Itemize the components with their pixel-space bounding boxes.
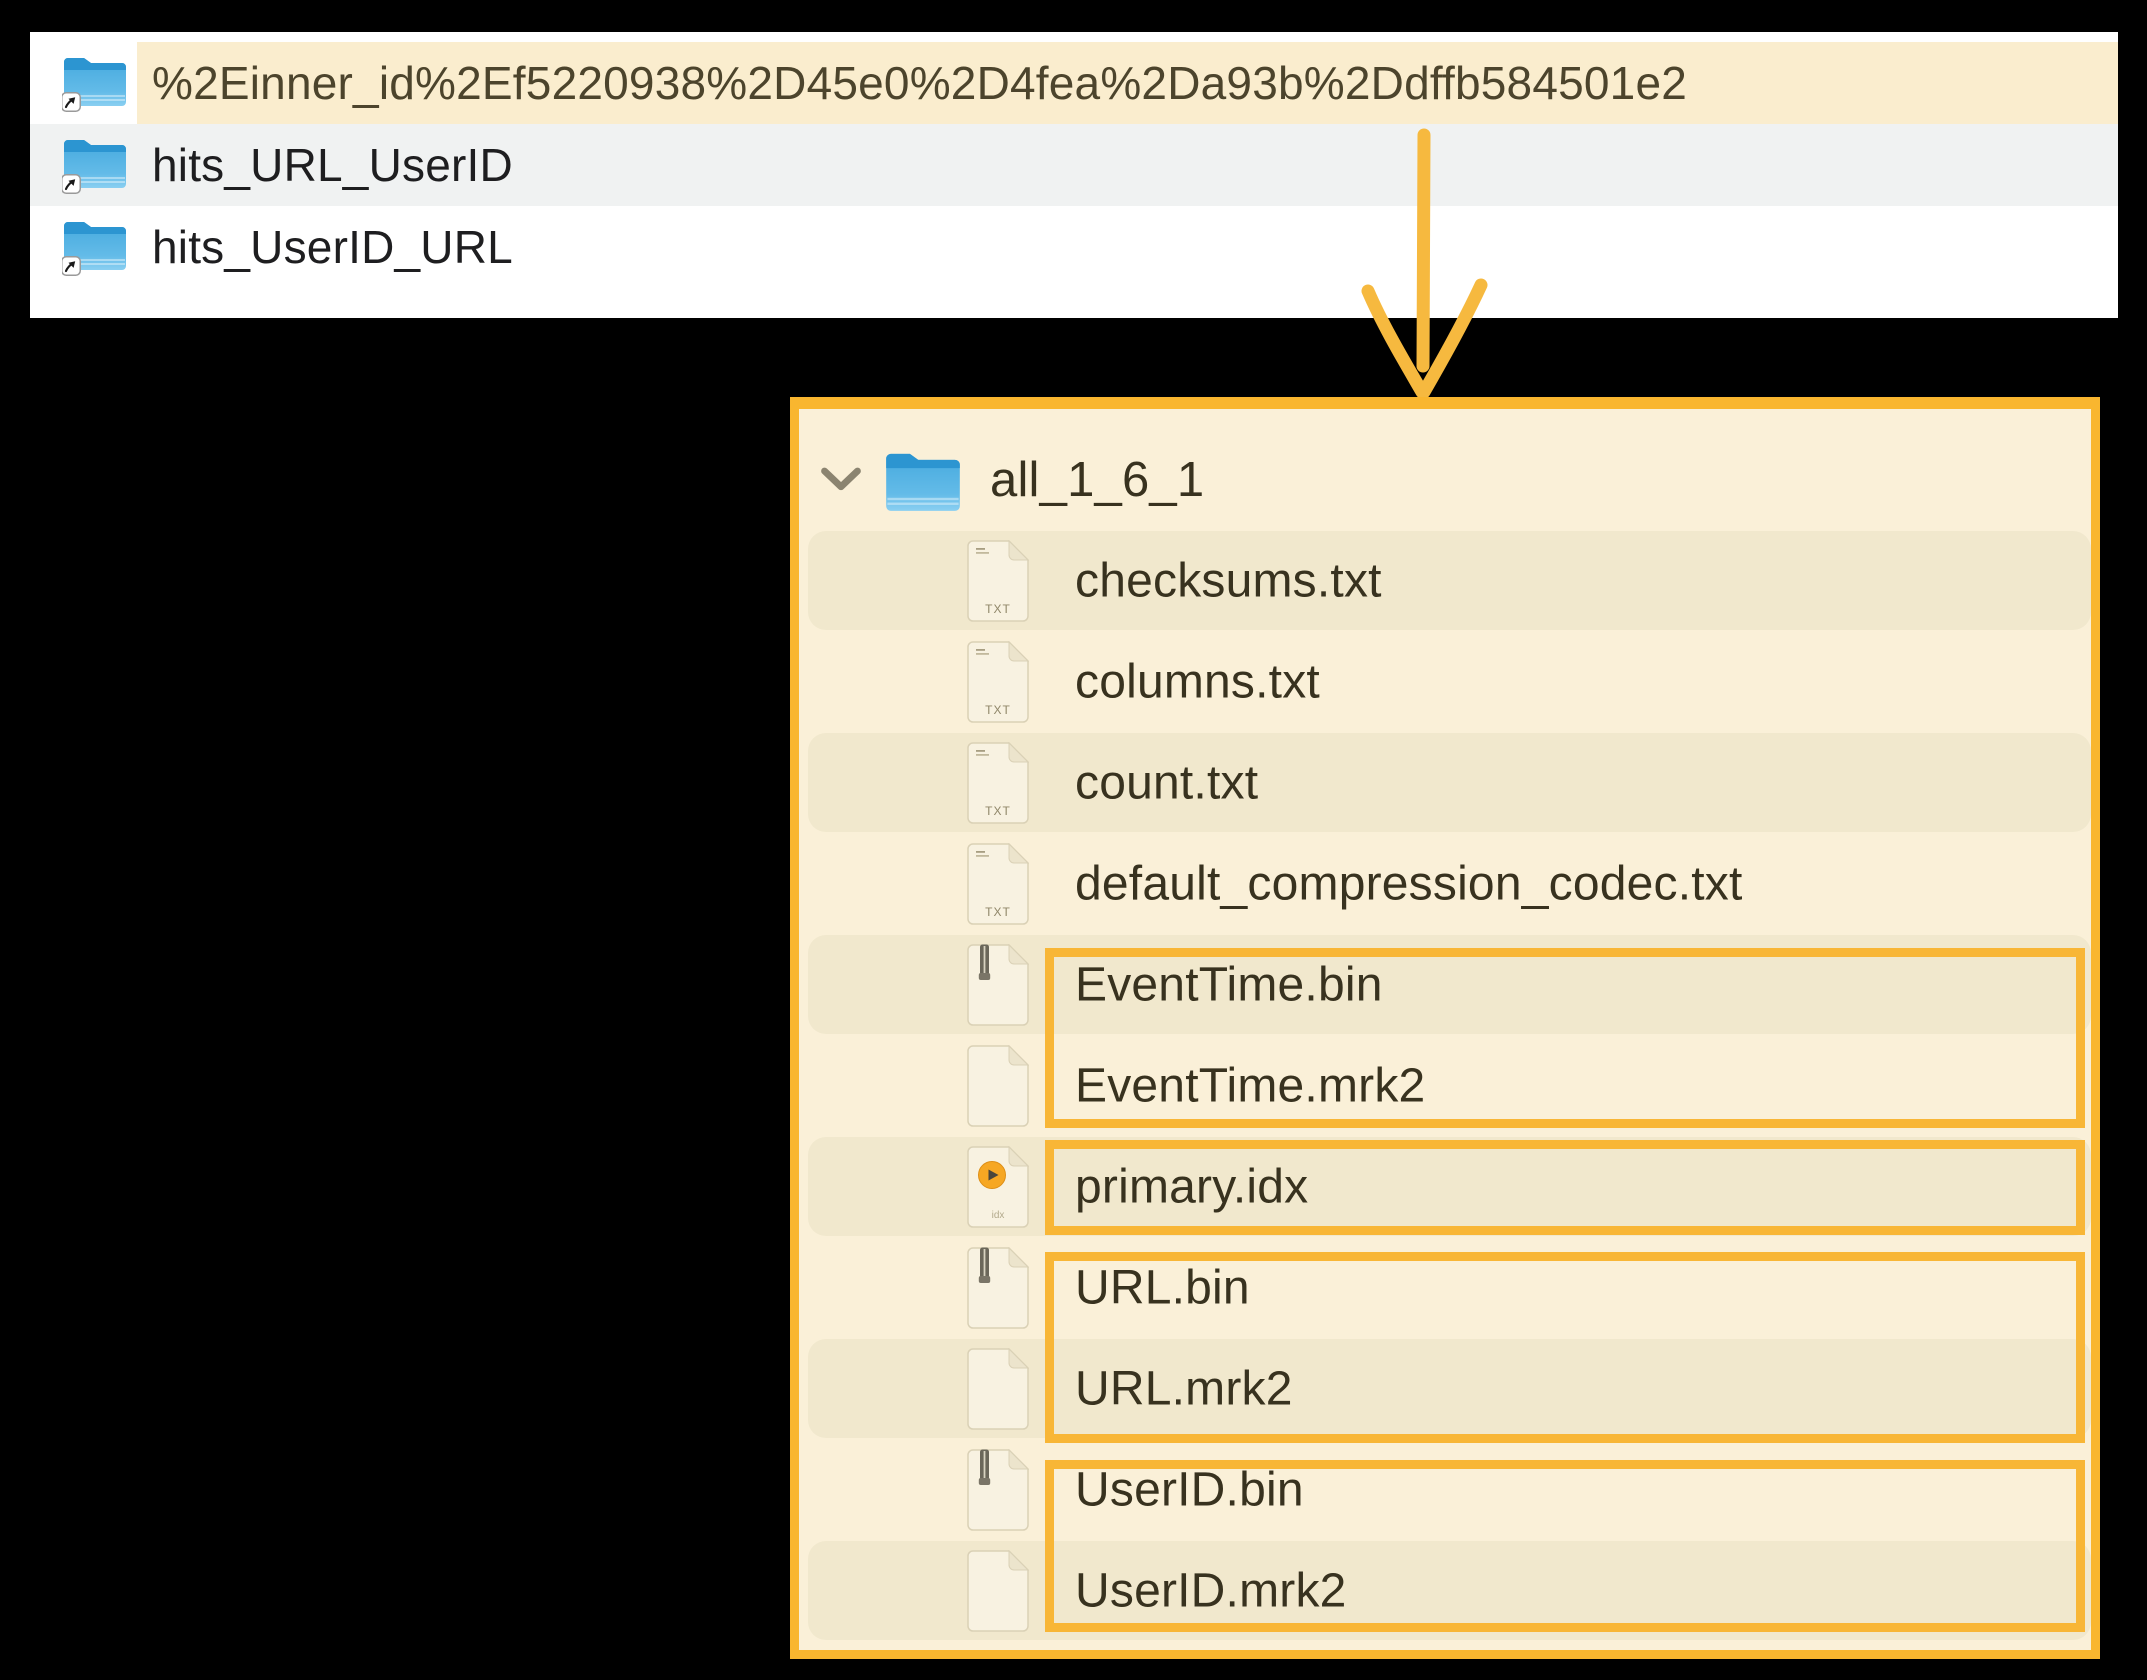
tree-row-root-folder[interactable]: all_1_6_1: [799, 429, 2091, 530]
finder-name-cell-highlight: %2Einner_id%2Ef5220938%2D45e0%2D4fea%2Da…: [137, 42, 2118, 124]
txt-file-icon: [967, 742, 1029, 824]
folder-alias-icon: [62, 58, 126, 112]
finder-name-cell: hits_URL_UserID: [137, 124, 2118, 206]
mrk2-file-icon: [967, 1550, 1029, 1632]
tree-row-file[interactable]: count.txt: [799, 732, 2091, 833]
tree-row-file[interactable]: EventTime.bin: [799, 934, 2091, 1035]
file-name: EventTime.bin: [1075, 958, 1383, 1011]
finder-name-cell: hits_UserID_URL: [137, 206, 2118, 288]
file-name: default_compression_codec.txt: [1075, 857, 1743, 910]
bin-file-icon: [967, 944, 1029, 1026]
txt-file-icon: [967, 540, 1029, 622]
idx-file-icon: [967, 1146, 1029, 1228]
folder-alias-icon: [62, 140, 126, 194]
folder-icon: [886, 453, 960, 511]
chevron-down-icon[interactable]: [820, 466, 862, 493]
file-name: URL.mrk2: [1075, 1362, 1293, 1415]
bin-file-icon: [967, 1449, 1029, 1531]
file-name: URL.bin: [1075, 1261, 1250, 1314]
folder-name: hits_UserID_URL: [152, 221, 513, 273]
tree-row-file[interactable]: primary.idx: [799, 1136, 2091, 1237]
file-name: columns.txt: [1075, 655, 1320, 708]
file-name: EventTime.mrk2: [1075, 1059, 1426, 1112]
tree-row-file[interactable]: default_compression_codec.txt: [799, 833, 2091, 934]
file-name: checksums.txt: [1075, 554, 1382, 607]
tree-row-file[interactable]: UserID.mrk2: [799, 1540, 2091, 1641]
tree-row-file[interactable]: UserID.bin: [799, 1439, 2091, 1540]
file-name: count.txt: [1075, 756, 1259, 809]
file-name: UserID.mrk2: [1075, 1564, 1347, 1617]
tree-row-file[interactable]: EventTime.mrk2: [799, 1035, 2091, 1136]
bin-file-icon: [967, 1247, 1029, 1329]
mrk2-file-icon: [967, 1348, 1029, 1430]
folder-name: hits_URL_UserID: [152, 139, 513, 191]
finder-row-inner-id[interactable]: %2Einner_id%2Ef5220938%2D45e0%2D4fea%2Da…: [30, 42, 2118, 124]
down-arrow-annotation: [1361, 128, 1488, 399]
tree-row-file[interactable]: columns.txt: [799, 631, 2091, 732]
root-folder-name: all_1_6_1: [990, 452, 1205, 507]
tree-row-file[interactable]: URL.mrk2: [799, 1338, 2091, 1439]
finder-row-hits-userid-url[interactable]: hits_UserID_URL: [30, 206, 2118, 288]
mrk2-file-icon: [967, 1045, 1029, 1127]
file-name: primary.idx: [1075, 1160, 1309, 1213]
part-directory-tree-panel: all_1_6_1 checksums.txt columns.txt coun…: [790, 397, 2100, 1659]
folder-name: %2Einner_id%2Ef5220938%2D45e0%2D4fea%2Da…: [152, 57, 1688, 109]
tree-row-file[interactable]: URL.bin: [799, 1237, 2091, 1338]
tree-row-file[interactable]: checksums.txt: [799, 530, 2091, 631]
folder-alias-icon: [62, 222, 126, 276]
txt-file-icon: [967, 843, 1029, 925]
finder-row-hits-url-userid[interactable]: hits_URL_UserID: [30, 124, 2118, 206]
file-name: UserID.bin: [1075, 1463, 1304, 1516]
txt-file-icon: [967, 641, 1029, 723]
finder-file-list: %2Einner_id%2Ef5220938%2D45e0%2D4fea%2Da…: [30, 32, 2118, 318]
